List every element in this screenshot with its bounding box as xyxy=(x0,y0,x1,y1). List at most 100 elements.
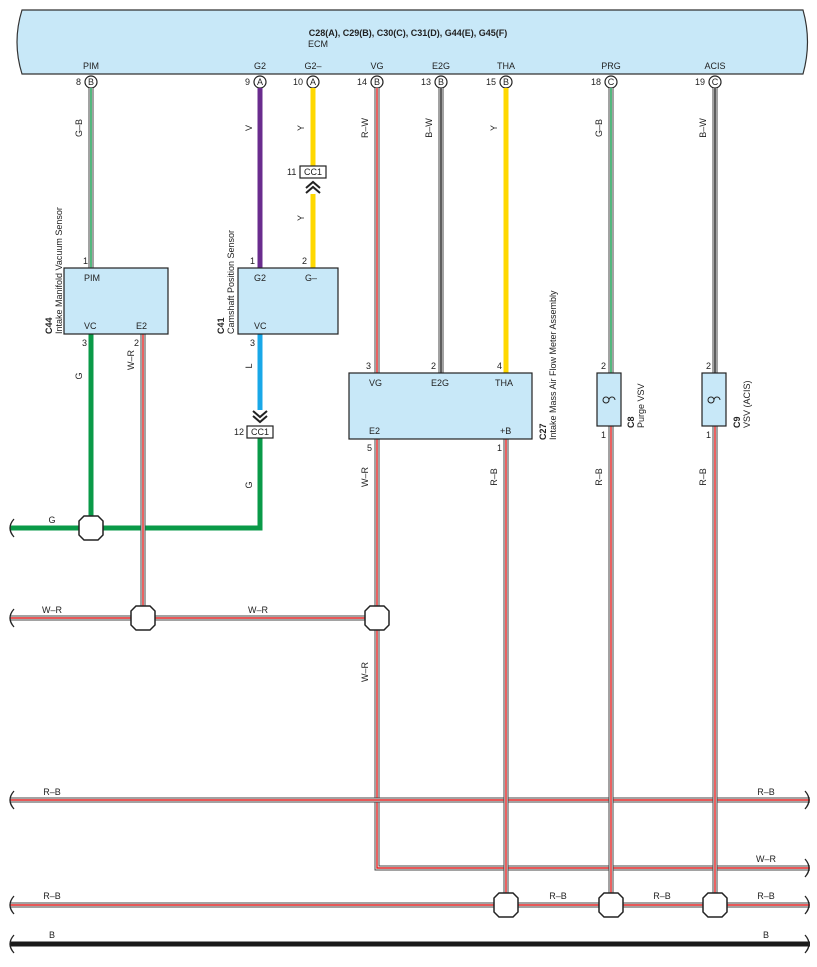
c27-code: C27 xyxy=(538,423,548,440)
ecm-terminal-1-pin: 9 xyxy=(245,77,250,87)
ecm-terminals: PIMB8G2A9G2–A10VGB14E2GB13THAB15PRGC18AC… xyxy=(76,61,726,89)
wire-label-rb1_left: R–B xyxy=(43,787,61,797)
wire-label-prg: G–B xyxy=(594,119,604,137)
cc1-bottom-chevron-icon xyxy=(252,410,268,424)
c9-coil-loop-icon xyxy=(707,399,715,404)
cc1-connector-bottom xyxy=(246,425,274,439)
wire-label-c41_vc: L xyxy=(244,363,254,368)
wire-label-c8: R–B xyxy=(594,468,604,486)
c41-sensor-box xyxy=(237,267,339,335)
wire-label-e2g: B–W xyxy=(424,118,434,138)
c27-term-e2: E2 xyxy=(369,426,380,436)
break-mark-5 xyxy=(9,895,15,915)
c44-sensor-box xyxy=(63,267,169,335)
c41-pin-2: 2 xyxy=(302,256,307,266)
splice-point-0 xyxy=(78,515,104,541)
c27-sensor-box xyxy=(348,372,533,440)
cc1-bottom-label: CC1 xyxy=(251,427,269,437)
wire-c27-e2-core xyxy=(375,439,810,870)
ecm-terminal-4-pin: 13 xyxy=(421,77,431,87)
break-mark-0 xyxy=(9,518,15,538)
wire-label-g2m_top: Y xyxy=(296,125,306,131)
wire-label-rb2_right: R–B xyxy=(757,891,775,901)
ecm-terminal-0-conn: B xyxy=(88,77,94,87)
splice-point-4 xyxy=(598,892,624,918)
break-mark-4 xyxy=(804,858,810,878)
break-mark-7 xyxy=(9,934,15,954)
wire-label-b_right: B xyxy=(763,930,769,940)
wire-label-c41_g: G xyxy=(244,481,254,488)
wire-c27-e2-outline xyxy=(374,439,810,871)
ecm-terminal-6-conn: C xyxy=(608,77,615,87)
c27-pin-5: 5 xyxy=(367,443,372,453)
ecm-terminal-6-name: PRG xyxy=(601,61,621,71)
c8-name: Purge VSV xyxy=(636,383,646,428)
break-mark-3 xyxy=(804,790,810,810)
wire-c27-e2 xyxy=(376,439,810,869)
c41-term-vc: VC xyxy=(254,321,267,331)
c27-term-vg: VG xyxy=(369,378,382,388)
wire-label-rb2_left: R–B xyxy=(43,891,61,901)
c27-pin-4: 4 xyxy=(497,361,502,371)
ecm-connectors: C28(A), C29(B), C30(C), C31(D), G44(E), … xyxy=(309,28,508,38)
wire-label-c44_e2: W–R xyxy=(126,350,136,371)
wire-label-rb2_a: R–B xyxy=(549,891,567,901)
c27-pin-2: 2 xyxy=(431,361,436,371)
wire-label-acis: B–W xyxy=(698,118,708,138)
c41-pin-3: 3 xyxy=(250,338,255,348)
c27-term-tha: THA xyxy=(495,378,513,388)
c44-name: Intake Manifold Vacuum Sensor xyxy=(54,207,64,334)
c8-pin-1: 1 xyxy=(601,430,606,440)
wire-label-wr_right: W–R xyxy=(756,854,777,864)
ecm-terminal-7-conn: C xyxy=(712,77,719,87)
c41-term-gminus: G– xyxy=(305,273,317,283)
wire-label-b_left: B xyxy=(49,930,55,940)
wire-label-g2: V xyxy=(244,125,254,131)
ecm-terminal-2-conn: A xyxy=(310,77,316,87)
ecm-terminal-2-name: G2– xyxy=(304,61,321,71)
c9-pin-1: 1 xyxy=(706,430,711,440)
cc1-connector-top xyxy=(299,165,327,179)
c27-pin-1: 1 xyxy=(497,443,502,453)
c8-pin-2: 2 xyxy=(601,361,606,371)
ecm-terminal-0-pin: 8 xyxy=(76,77,81,87)
splice-point-2 xyxy=(364,605,390,631)
c8-coil-loop-icon xyxy=(602,399,610,404)
c41-term-g2: G2 xyxy=(254,273,266,283)
c9-name: VSV (ACIS) xyxy=(742,380,752,428)
c41-pin-1: 1 xyxy=(250,256,255,266)
break-mark-1 xyxy=(9,608,15,628)
wire-label-wr_down: W–R xyxy=(360,662,370,683)
break-mark-8 xyxy=(804,934,810,954)
c9-code: C9 xyxy=(732,416,742,428)
wire-label-wr_mid: W–R xyxy=(248,605,269,615)
c27-term-b: +B xyxy=(500,426,511,436)
c44-code: C44 xyxy=(44,317,54,334)
c44-term-vc: VC xyxy=(84,321,97,331)
c44-pin-2: 2 xyxy=(134,338,139,348)
ecm-terminal-7-name: ACIS xyxy=(704,61,725,71)
break-mark-2 xyxy=(9,790,15,810)
ecm-terminal-1-name: G2 xyxy=(254,61,266,71)
break-mark-6 xyxy=(804,895,810,915)
c27-pin-3: 3 xyxy=(366,361,371,371)
c44-term-e2: E2 xyxy=(136,321,147,331)
wire-label-wr_left: W–R xyxy=(42,605,63,615)
wire-label-c44_vc: G xyxy=(74,372,84,379)
cc1-top-pin: 11 xyxy=(287,167,296,177)
wire-label-g2m_low: Y xyxy=(296,215,306,221)
ecm-terminal-1-conn: A xyxy=(257,77,263,87)
wire-label-bus_g: G xyxy=(48,515,55,525)
ecm-terminal-7-pin: 19 xyxy=(695,77,705,87)
c8-code: C8 xyxy=(626,416,636,428)
wire-label-pim: G–B xyxy=(74,119,84,137)
ecm-terminal-3-pin: 14 xyxy=(357,77,367,87)
c41-name: Camshaft Position Sensor xyxy=(226,230,236,334)
ecm-name: ECM xyxy=(308,39,328,49)
ecm-block xyxy=(16,9,809,75)
c44-term-pim: PIM xyxy=(84,273,100,283)
wire-label-c27_e2: W–R xyxy=(360,467,370,488)
c27-name: Intake Mass Air Flow Meter Assembly xyxy=(548,290,558,440)
